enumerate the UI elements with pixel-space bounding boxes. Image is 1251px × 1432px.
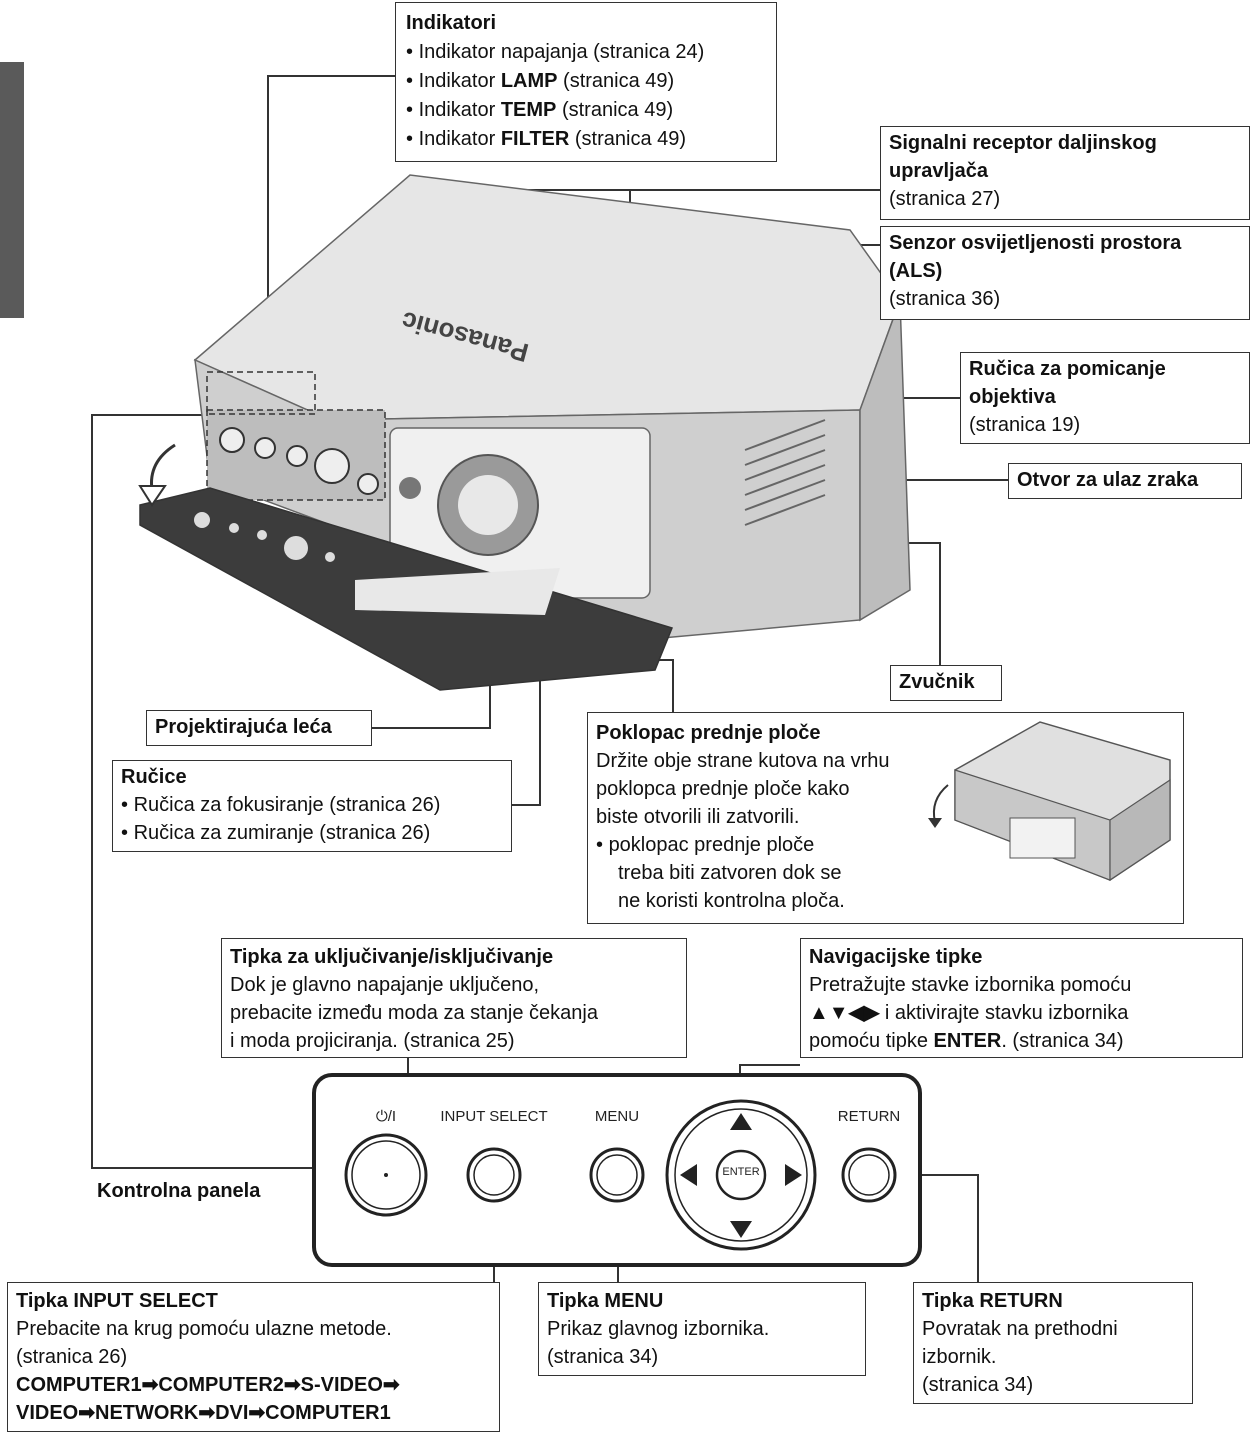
return-box: Tipka RETURN Povratak na prethodni izbor… — [913, 1282, 1193, 1404]
air-intake-box: Otvor za ulaz zraka — [1008, 463, 1242, 499]
indicator-item: • Indikator FILTER (stranica 49) — [406, 128, 687, 150]
control-panel-label: Kontrolna panela — [97, 1180, 261, 1202]
power-symbol-label: ⏻/I — [375, 1108, 397, 1125]
levers-box: Ručice • Ručica za fokusiranje (stranica… — [112, 760, 512, 852]
indicators-box: Indikatori • Indikator napajanja (strani… — [395, 2, 777, 162]
indicator-item: • Indikator napajanja (stranica 24) — [406, 41, 705, 63]
als-box: Senzor osvijetljenosti prostora (ALS) (s… — [880, 226, 1250, 320]
front-cover-inset — [928, 721, 1171, 882]
input-select-box: Tipka INPUT SELECT Prebacite na krug pom… — [7, 1282, 500, 1432]
section-tab — [0, 62, 24, 318]
nav-keys-box: Navigacijske tipke Pretražujte stavke iz… — [800, 938, 1243, 1058]
control-panel-drawing — [312, 1073, 922, 1267]
power-button-box: Tipka za uključivanje/isključivanje Dok … — [221, 938, 687, 1058]
lever-item: • Ručica za zumiranje (stranica 26) — [121, 822, 431, 844]
projection-lens-box: Projektirajuća leća — [146, 710, 372, 746]
input-select-label: INPUT SELECT — [440, 1108, 548, 1125]
lever-item: • Ručica za fokusiranje (stranica 26) — [121, 794, 441, 816]
indicator-item: • Indikator TEMP (stranica 49) — [406, 99, 674, 121]
indicator-item: • Indikator LAMP (stranica 49) — [406, 70, 675, 92]
speaker-box: Zvučnik — [890, 665, 1002, 701]
return-label: RETURN — [837, 1108, 901, 1125]
indicators-title: Indikatori — [406, 12, 497, 34]
menu-label: MENU — [594, 1108, 640, 1125]
projector-illustration: Panasonic — [138, 174, 911, 691]
front-cover-box: Poklopac prednje ploče Držite obje stran… — [587, 712, 1184, 924]
enter-label: ENTER — [722, 1166, 760, 1178]
lens-shift-box: Ručica za pomicanje objektiva (stranica … — [960, 352, 1250, 444]
menu-box: Tipka MENU Prikaz glavnog izbornika. (st… — [538, 1282, 866, 1376]
remote-receptor-box: Signalni receptor daljinskog upravljača … — [880, 126, 1250, 220]
